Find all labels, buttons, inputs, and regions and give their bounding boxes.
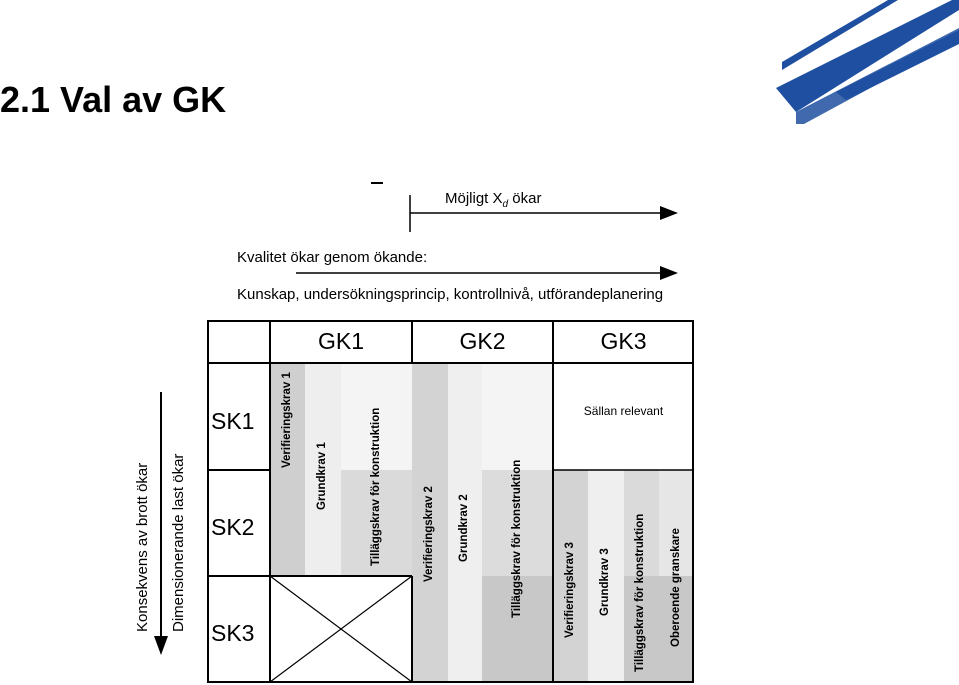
gk2-band-verif bbox=[412, 363, 448, 683]
gk2-grund-label: Grundkrav 2 bbox=[458, 494, 470, 562]
gk1-tillagg-label: Tilläggskrav för konstruktion bbox=[370, 407, 382, 566]
quality-items: Kunskap, undersökningsprincip, kontrolln… bbox=[237, 286, 664, 303]
column-header-gk2: GK2 bbox=[459, 328, 506, 354]
gk3-band-grund bbox=[588, 470, 624, 683]
column-header-gk1: GK1 bbox=[317, 328, 365, 354]
gk3-verif-label: Verifieringskrav 3 bbox=[564, 542, 576, 638]
gk2-verif-label: Verifieringskrav 2 bbox=[423, 486, 435, 582]
gk3-sk1-note: Sällan relevant bbox=[583, 404, 664, 418]
gk2-band-grund bbox=[448, 363, 482, 683]
load-label: Dimensionerande last ökar bbox=[170, 453, 187, 632]
gk2-tillagg-label: Tilläggskrav för konstruktion bbox=[511, 459, 523, 618]
gk2-band-tillagg-sk3 bbox=[482, 576, 553, 683]
consequence-label: Konsekvens av brott ökar bbox=[134, 462, 151, 632]
gk3-grund-label: Grundkrav 3 bbox=[599, 548, 611, 616]
gk3-oberoende-label: Oberoende granskare bbox=[670, 528, 682, 647]
row-header-sk2: SK2 bbox=[211, 514, 255, 540]
consequence-arrow-head bbox=[154, 636, 168, 655]
row-header-sk3: SK3 bbox=[211, 620, 255, 646]
gk1-band-tillagg-sk2 bbox=[341, 470, 412, 576]
row-header-sk1: SK1 bbox=[211, 408, 255, 434]
gk1-band-grund bbox=[305, 363, 341, 576]
gk1-verif-label: Verifieringskrav 1 bbox=[281, 372, 293, 468]
column-header-gk3: GK3 bbox=[600, 328, 647, 354]
gk1-band-verif bbox=[270, 363, 305, 576]
page-title: 2.1 Val av GK bbox=[0, 79, 227, 120]
gk3-band-tillagg-sk2 bbox=[624, 470, 659, 576]
gk3-band-oberoende-sk3 bbox=[659, 576, 694, 683]
xd-arrow-head bbox=[660, 206, 678, 220]
gk2-band-tillagg-sk2 bbox=[482, 470, 553, 576]
gk1-band-tillagg-sk1 bbox=[341, 363, 412, 470]
gk2-band-tillagg-sk1 bbox=[482, 363, 553, 470]
gk3-tillagg-label: Tilläggskrav för konstruktion bbox=[634, 513, 646, 672]
gk3-band-oberoende-sk2 bbox=[659, 470, 694, 576]
logo-stripes-icon bbox=[776, 0, 959, 124]
gk-sk-grid: GK1 GK2 GK3 SK1 SK2 SK3 Sällan relevant … bbox=[207, 320, 694, 683]
gk3-band-verif bbox=[553, 470, 588, 683]
gk1-grund-label: Grundkrav 1 bbox=[316, 442, 328, 510]
grid-shapes bbox=[207, 320, 694, 683]
gk3-band-tillagg-sk3 bbox=[624, 576, 659, 683]
quality-label: Kvalitet ökar genom ökande: bbox=[237, 249, 428, 266]
xd-label: Möjligt Xd ökar bbox=[445, 190, 542, 210]
quality-arrow-head bbox=[660, 266, 678, 280]
